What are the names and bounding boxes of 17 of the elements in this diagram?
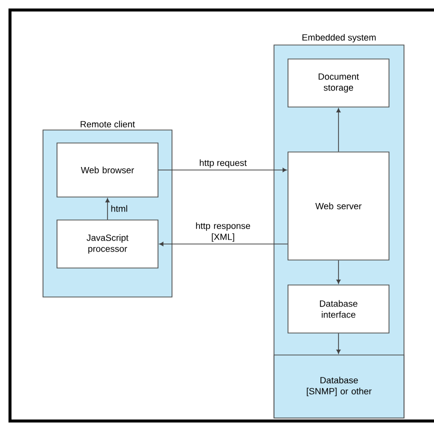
group-title: Embedded system (302, 34, 376, 42)
process-box: Document storage (288, 58, 390, 108)
process-box: JavaScript processor (56, 220, 158, 268)
edge-label: http request (200, 159, 247, 168)
arrow (336, 332, 341, 354)
edge-label: html (111, 205, 128, 212)
process-box: Web server (288, 152, 390, 260)
arrow (158, 168, 287, 172)
process-box: Database interface (288, 284, 390, 334)
edge-label: http response [XML] (196, 222, 250, 242)
arrow (105, 198, 110, 220)
arrow (336, 260, 341, 284)
group-title: Remote client (80, 120, 135, 128)
database-band: Database [SNMP] or other (274, 354, 404, 418)
arrow (159, 242, 288, 246)
process-box: Web browser (56, 142, 158, 198)
arrow (336, 108, 341, 152)
